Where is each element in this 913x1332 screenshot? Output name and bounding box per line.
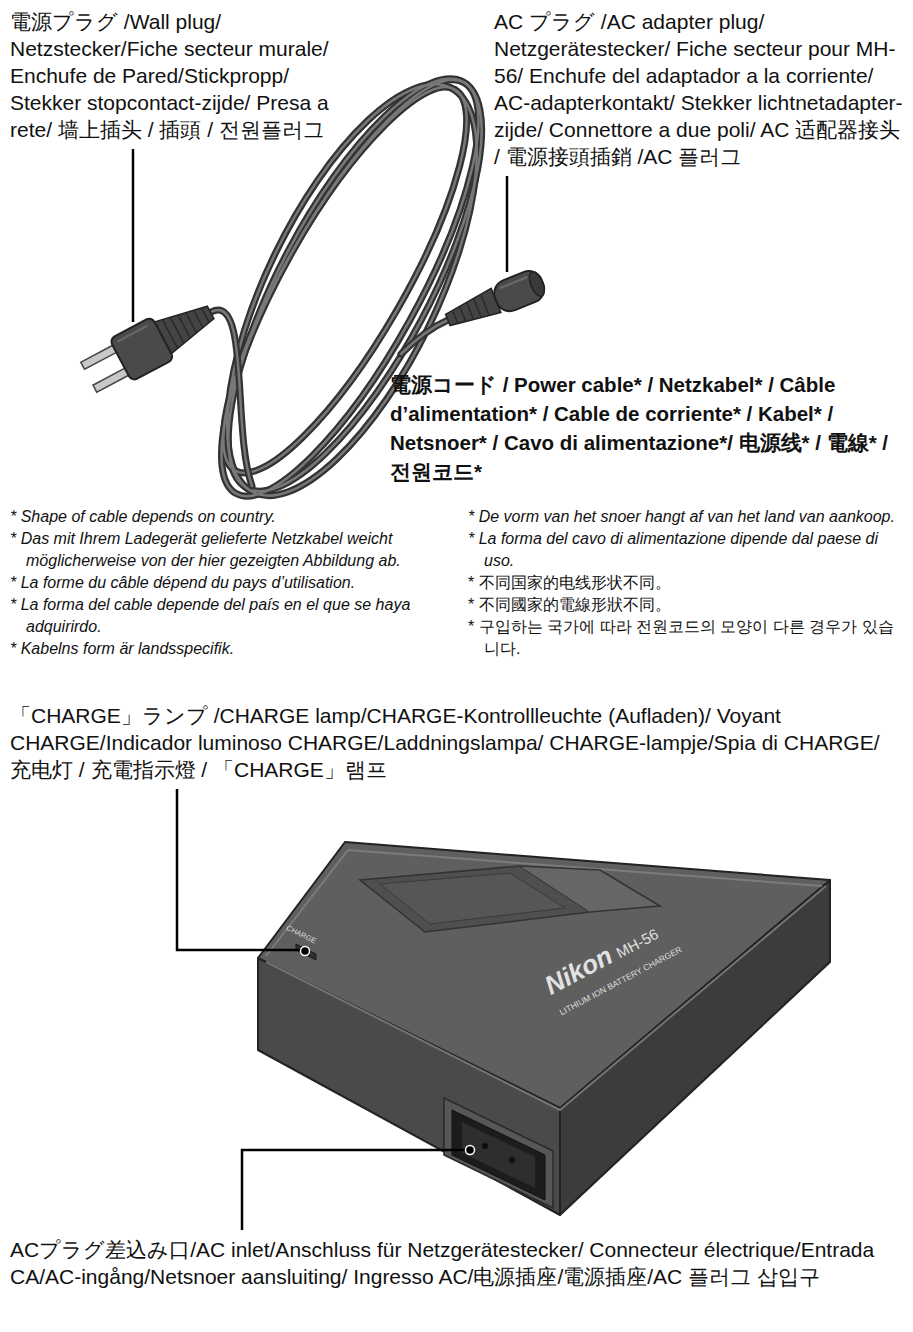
plug-body [109,317,174,382]
footnote: * 不同国家的电线形状不同。 [468,572,908,594]
footnote: * La forma del cavo di alimentazione dip… [468,528,908,572]
part-label: 電源プラグ /Wall plug/ Netzstecker/Fiche sect… [10,8,330,143]
cable-highlight [211,310,252,486]
footnote: * Shape of cable depends on country. [10,506,455,528]
footnote: * Das mit Ihrem Ladegerät gelieferte Net… [10,528,455,572]
footnote-column: * De vorm van het snoer hangt af van het… [468,506,908,660]
inlet-socket [462,1122,535,1188]
footnote: * La forme du câble dépend du pays d’uti… [10,572,455,594]
prong [93,367,130,392]
strain-relief [443,288,501,332]
part-label: 電源コード / Power cable* / Netzkabel* / Câbl… [390,370,910,486]
plug-highlight [500,277,528,288]
cable [401,320,448,354]
cable [211,310,252,486]
cradle-back [520,866,660,912]
top-bevel [266,850,822,956]
inlet-frame [444,1098,553,1208]
footnote-column: * Shape of cable depends on country.* Da… [10,506,455,660]
cradle-floor [380,873,565,924]
leader-line [506,176,509,272]
ridges [163,301,213,348]
leader-dot [466,1146,475,1155]
wall-plug [78,291,222,398]
leader-line [177,789,300,950]
footnote: * La forma del cable depende del país en… [10,594,455,638]
front-bevel [266,886,826,1110]
cable-highlight [401,320,448,354]
part-label: ACプラグ差込み口/AC inlet/Anschluss für Netzger… [10,1236,905,1290]
inlet-pin [482,1143,488,1149]
charger-top-face [258,842,830,1108]
part-label: AC プラグ /AC adapter plug/ Netzgerätesteck… [494,8,910,170]
part-label: 「CHARGE」ランプ /CHARGE lamp/CHARGE-Kontroll… [10,702,905,783]
footnote: * Kabelns form är landsspecifik. [10,638,455,660]
plug-highlight [117,326,147,342]
inlet-pin [509,1157,515,1163]
footnote: * De vorm van het snoer hangt af van het… [468,506,908,528]
ac-plug [442,267,549,335]
ridges [451,295,489,327]
ac-inlet [452,1110,545,1200]
prong [81,344,118,369]
charger [258,842,830,1215]
plug-face [526,270,547,299]
charge-lamp [296,944,316,960]
footnote: * 구입하는 국가에 따라 전원코드의 모양이 다른 경우가 있습니다. [468,616,908,660]
leader-line [132,149,135,322]
leader-line [242,1150,466,1230]
footnote: * 不同國家的電線形狀不同。 [468,594,908,616]
plug-body [490,267,548,315]
leader-dot [301,947,310,956]
